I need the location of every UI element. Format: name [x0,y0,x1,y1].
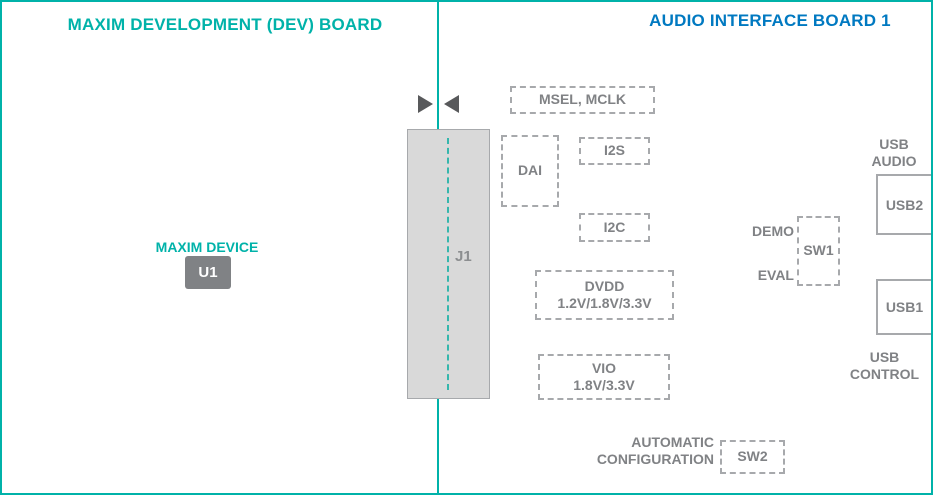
vio-values: 1.8V/3.3V [573,377,635,393]
u1-chip: U1 [185,256,231,289]
j1-connector: J1 [407,129,490,399]
arrow-right-icon [418,95,433,113]
vio-title: VIO [591,359,617,376]
eval-label: EVAL [757,267,794,283]
usb-control-label: USB CONTROL [849,349,920,383]
sw2-block: SW2 [720,440,785,474]
dvdd-block: DVDD 1.2V/1.8V/3.3V [535,270,674,320]
dvdd-values: 1.2V/1.8V/3.3V [557,295,652,311]
automatic-configuration-label: AUTOMATIC CONFIGURATION [596,434,714,468]
arrow-left-icon [444,95,459,113]
demo-label: DEMO [752,223,794,239]
i2s-block: I2S [579,137,650,165]
vio-block: VIO 1.8V/3.3V [538,354,670,400]
usb-audio-label: USB AUDIO [871,136,917,170]
dev-board-title: MAXIM DEVELOPMENT (DEV) BOARD [67,15,383,34]
board-divider-top [437,2,439,129]
audio-board-title: AUDIO INTERFACE BOARD 1 [649,11,891,30]
msel-mclk-block: MSEL, MCLK [510,86,655,114]
dvdd-title: DVDD [584,277,625,294]
sw1-block: SW1 [797,216,840,286]
j1-divider-dash [447,138,449,390]
usb2-port: USB2 [876,174,931,235]
maxim-device-label: MAXIM DEVICE [155,239,259,255]
dai-block: DAI [501,135,559,207]
i2c-block: I2C [579,213,650,242]
usb1-port: USB1 [876,279,931,335]
j1-label: J1 [455,248,472,265]
board-divider-bottom [437,398,439,493]
